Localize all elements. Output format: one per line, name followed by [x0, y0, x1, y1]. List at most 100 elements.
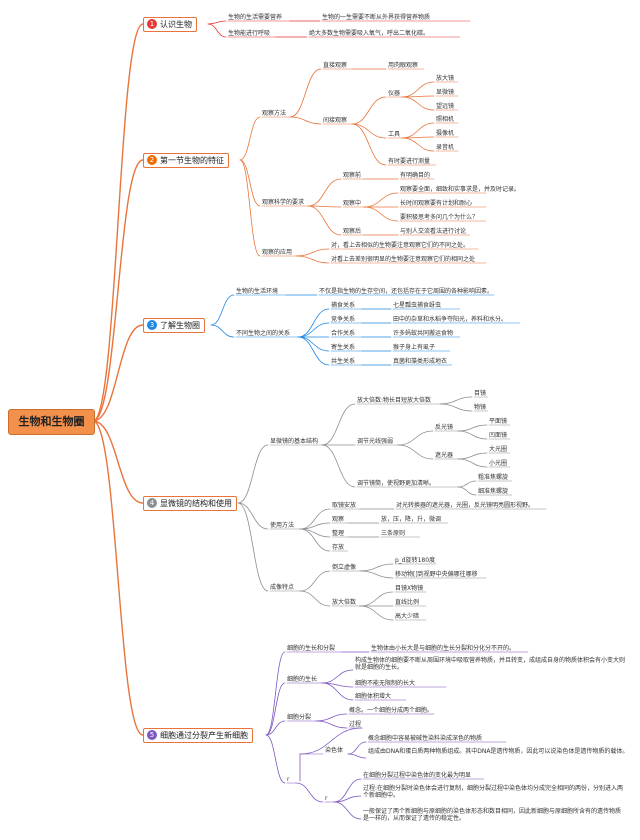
badge-5-icon: 5	[147, 729, 157, 740]
t4-f1: 粗准焦螺旋	[478, 474, 509, 481]
t4-u3a: 三条原则	[381, 530, 406, 537]
connector-63	[210, 294, 235, 326]
t2-tool: 工具	[388, 131, 401, 138]
connector-133	[237, 502, 269, 592]
connector-149	[265, 651, 286, 736]
t3-r4a: 猴子身上有虱子	[393, 344, 436, 351]
connector-131	[299, 528, 331, 552]
t3-env: 生物的生活环境	[236, 288, 279, 295]
t3-rel: 不同生物之间的关系	[236, 330, 291, 337]
connector-67	[210, 324, 235, 338]
connector-169	[347, 741, 367, 755]
t2-i1: 放大镜	[436, 75, 455, 82]
t5-ch2: 组成由DNA和蛋白质两种物质组成。其中DNA是遗传物质，因此可以说染色体是遗传物…	[368, 748, 629, 755]
connector-109	[457, 458, 488, 468]
connector-59	[295, 248, 330, 257]
connector-72	[297, 322, 330, 338]
t2-direct: 直接观察	[323, 62, 348, 69]
connector-31	[401, 122, 435, 139]
t5-c2: 过程:在细胞分裂时染色体会进行复制，细胞分裂过程中染色体均分成完全相同的两份，分…	[363, 785, 624, 799]
t4-f2: 细准焦螺旋	[478, 488, 509, 495]
t1-node-b1: 绝大多数生物需要吸入氧气，呼出二氧化碳。	[309, 30, 430, 37]
t3-r3: 合作关系	[331, 330, 356, 337]
t5-cg1: 构成生物体的细胞要不断从周围环境中吸取营养物质，并且转变，成组成自身的物质体积会…	[355, 657, 626, 671]
connector-111	[321, 444, 356, 488]
connector-91	[321, 403, 356, 446]
t2-during: 观察中	[343, 200, 362, 207]
t5-c3: 一般保证了两个新细胞与原细胞的染色体形态和数目相同，因此新细胞与原细胞所含有的遗…	[363, 808, 622, 822]
topic-4-label: 显微镜的结构和使用	[160, 499, 232, 508]
connector-35	[401, 137, 435, 152]
connector-1	[92, 159, 144, 422]
connector-89	[237, 444, 269, 504]
t3-env1: 不仅是指生物的生存空间，还包括存在于它周围的各种影响因素。	[319, 288, 494, 295]
connector-101	[457, 424, 488, 432]
t4-u1: 取镜安放	[332, 502, 357, 509]
connector-176	[333, 778, 362, 803]
t5-x1: r	[287, 776, 290, 783]
connector-15	[289, 68, 322, 118]
t4-a2: 小光圈	[489, 460, 508, 467]
connector-57	[239, 159, 261, 257]
t4-use: 使用方法	[270, 522, 295, 529]
t4-u4: 存放	[332, 544, 345, 551]
connector-81	[297, 336, 330, 366]
connector-37	[351, 123, 387, 166]
t4-t3: 高大少暗	[395, 613, 420, 620]
t4-ob2: 物镜	[474, 404, 487, 411]
connector-45	[307, 205, 342, 208]
t2-after1: 与别人交流看法进行讨论	[400, 228, 467, 235]
t5-cg2: 细胞不能无限制的长大	[355, 680, 416, 687]
t3-r1a: 七星瓢虫捕食蚜虫	[393, 302, 442, 309]
t3-r4: 寄生关系	[331, 344, 356, 351]
t2-req: 观察科学的要求	[262, 199, 305, 206]
badge-3-icon: 3	[147, 319, 157, 330]
topic-3-label: 了解生物圈	[160, 321, 200, 330]
connector-5	[207, 20, 227, 25]
connector-105	[397, 444, 434, 460]
connector-147	[359, 605, 394, 621]
connector-69	[297, 308, 330, 338]
t5-c1: 在细胞分裂过程中染色体的变化最为明显	[363, 772, 472, 779]
t2-measure: 有时要进行测量	[388, 158, 431, 165]
t5-grow: 细胞的生长和分裂	[287, 645, 336, 652]
connector-2	[92, 324, 144, 422]
connector-51	[363, 206, 399, 222]
t4-u2a: 放，压，降，升，微调	[381, 516, 442, 523]
connector-78	[297, 336, 330, 352]
badge-1-icon: 1	[147, 18, 157, 29]
connector-113	[457, 480, 477, 488]
t5-div2: 过程	[349, 721, 362, 728]
t4-inv2: 移动物[]到视野中央偏哪往哪移	[395, 571, 478, 578]
topic-1-label: 认识生物	[160, 20, 192, 29]
t2-before1: 有明确目的	[400, 172, 431, 179]
connector-153	[265, 682, 286, 736]
connector-29	[351, 123, 387, 139]
t2-indirect: 间接观察	[323, 117, 348, 124]
connector-99	[397, 430, 434, 446]
connector-47	[363, 192, 399, 208]
t3-r3a: 许多蚂蚁共同搬运食物	[393, 330, 454, 337]
t4-focus: 调节镜筒，使视野更加清晰。	[357, 480, 436, 487]
connector-164	[315, 720, 348, 729]
connector-93	[439, 396, 473, 405]
t4-u1a: 对光转换器的遮光器，光圈，反光镜明亮圆形视野。	[396, 502, 535, 509]
t3-r2a: 田中的杂草和水稻争夺阳光，养料和水分。	[393, 316, 508, 323]
t2-k1: 照相机	[436, 116, 455, 123]
connector-107	[457, 452, 488, 460]
connector-13	[239, 116, 261, 161]
t2-i2: 显微镜	[436, 89, 455, 96]
t2-k2: 摄像机	[436, 130, 455, 137]
topic-2-label: 第一节生物的特征	[160, 156, 224, 165]
root-node[interactable]: 生物和生物圈	[8, 409, 95, 435]
t5-div: 细胞分裂	[287, 714, 312, 721]
connector-119	[299, 508, 331, 530]
t4-t1: 目镜X物镜	[395, 585, 424, 592]
connector-143	[359, 591, 394, 607]
